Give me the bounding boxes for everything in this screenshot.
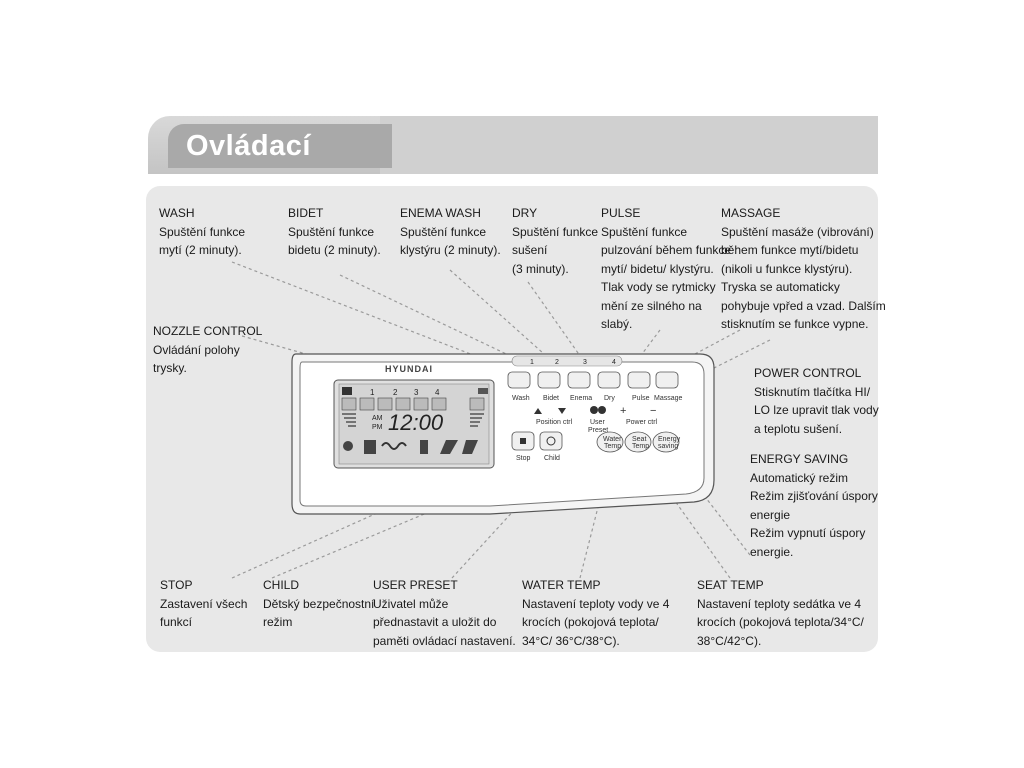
power-up-button[interactable]: +: [620, 405, 626, 417]
svg-text:Wash: Wash: [512, 395, 530, 402]
lcd-clock: 12:00: [388, 410, 444, 435]
position-ctrl-label: Position ctrl: [536, 419, 573, 426]
svg-text:Stop: Stop: [516, 455, 531, 462]
svg-text:Energy: Energy: [658, 436, 681, 443]
seat-temp-button[interactable]: Seat Temp: [624, 431, 652, 453]
lcd-level-bars: [342, 413, 484, 427]
title-bar: [380, 116, 878, 174]
svg-text:Child: Child: [544, 455, 560, 462]
lcd-step-indicators: 1 2 3 4: [342, 387, 488, 397]
position-up-button[interactable]: [534, 408, 542, 414]
label-massage: MASSAGE Spuštění masáže (vibrování)během…: [721, 206, 886, 331]
child-button[interactable]: Child: [539, 431, 563, 462]
massage-button[interactable]: Massage: [654, 371, 683, 402]
label-seat-temp: SEAT TEMP Nastavení teploty sedátka ve 4…: [697, 578, 864, 648]
dry-button[interactable]: Dry: [597, 371, 621, 402]
stop-button[interactable]: Stop: [511, 431, 535, 462]
power-down-button[interactable]: −: [650, 405, 656, 417]
brand-logo: HYUNDAI: [385, 364, 433, 374]
pulse-button[interactable]: Pulse: [627, 371, 651, 402]
bidet-button[interactable]: Bidet: [537, 371, 561, 402]
power-ctrl-label: Power ctrl: [626, 419, 658, 426]
svg-text:3: 3: [414, 388, 419, 397]
svg-text:Dry: Dry: [604, 395, 615, 402]
label-power: POWER CONTROL Stisknutím tlačítka HI/LO …: [754, 366, 879, 436]
svg-text:2: 2: [555, 359, 559, 366]
remote-step-numbers: 1 2 3 4: [511, 355, 623, 367]
svg-text:Temp: Temp: [604, 443, 621, 450]
svg-text:1: 1: [530, 359, 534, 366]
remote-control: HYUNDAI 1 2 3 4 AM PM 12:00 1 2 3: [291, 353, 715, 515]
svg-text:AM: AM: [372, 415, 383, 422]
position-down-button[interactable]: [558, 408, 566, 414]
svg-text:+: +: [620, 405, 626, 417]
svg-text:Massage: Massage: [654, 395, 683, 402]
lcd-bottom-icons: [343, 440, 478, 454]
enema-button[interactable]: Enema: [567, 371, 592, 402]
svg-text:Temp: Temp: [632, 443, 649, 450]
svg-text:3: 3: [583, 359, 587, 366]
svg-text:4: 4: [435, 388, 440, 397]
svg-text:saving: saving: [658, 443, 678, 450]
user-preset-button[interactable]: User Preset: [588, 406, 608, 434]
wash-button[interactable]: Wash: [507, 371, 531, 402]
svg-text:Pulse: Pulse: [632, 395, 650, 402]
energy-saving-button[interactable]: Energy saving: [652, 431, 681, 453]
svg-text:Preset: Preset: [588, 427, 608, 434]
svg-text:2: 2: [393, 388, 398, 397]
svg-text:Bidet: Bidet: [543, 395, 559, 402]
water-temp-button[interactable]: Water Temp: [596, 431, 624, 453]
svg-text:−: −: [650, 405, 656, 417]
svg-text:4: 4: [612, 359, 616, 366]
svg-text:1: 1: [370, 388, 375, 397]
svg-text:User: User: [590, 419, 605, 426]
svg-text:Enema: Enema: [570, 395, 592, 402]
svg-text:Water: Water: [603, 436, 622, 443]
svg-text:Seat: Seat: [632, 436, 646, 443]
svg-text:PM: PM: [372, 424, 383, 431]
lcd-mode-icons: [341, 397, 485, 411]
